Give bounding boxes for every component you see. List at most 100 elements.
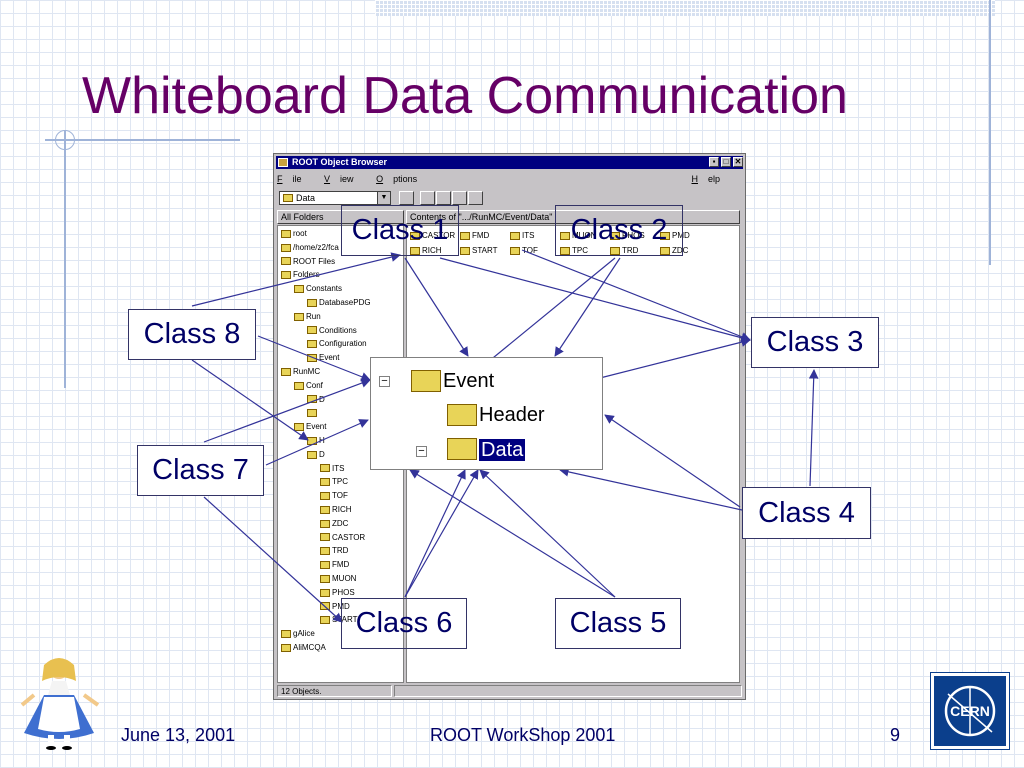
- content-item[interactable]: ITS: [510, 230, 534, 242]
- content-item[interactable]: MUON: [560, 230, 596, 242]
- header-folder-icon: [447, 404, 477, 426]
- class-1-box: Class 1: [341, 205, 459, 256]
- tree-item[interactable]: [307, 407, 319, 419]
- content-item[interactable]: RICH: [410, 245, 442, 257]
- tree-item[interactable]: root: [281, 228, 307, 240]
- small-icons-button[interactable]: [436, 191, 451, 205]
- content-item[interactable]: TRD: [610, 245, 638, 257]
- class-7-box: Class 7: [137, 445, 264, 496]
- tree-item[interactable]: Conditions: [307, 325, 357, 337]
- tree-item[interactable]: AliMCQA: [281, 642, 326, 654]
- tree-item[interactable]: RICH: [320, 504, 352, 516]
- tree-item[interactable]: D: [307, 449, 325, 461]
- tree-item[interactable]: TOF: [320, 490, 348, 502]
- content-item[interactable]: PMD: [660, 230, 690, 242]
- minimize-button[interactable]: ▪: [709, 157, 719, 167]
- folder-icon: [294, 381, 304, 390]
- tree-item[interactable]: Conf: [294, 380, 323, 392]
- tree-item-label: DatabasePDG: [319, 298, 371, 307]
- folder-icon: [320, 574, 330, 583]
- cern-logo-icon: CERN: [944, 685, 996, 737]
- contents-header: Contents of ".../RunMC/Event/Data": [406, 210, 740, 224]
- tree-item[interactable]: CASTOR: [320, 532, 365, 544]
- tree-item[interactable]: /home/z2/fca: [281, 242, 339, 254]
- tree-item[interactable]: FMD: [320, 559, 349, 571]
- details-view-button[interactable]: [468, 191, 483, 205]
- folder-icon: [320, 561, 330, 570]
- content-item[interactable]: ZDC: [660, 245, 688, 257]
- zoom-header-label: Header: [479, 404, 545, 426]
- tree-item[interactable]: Folders: [281, 269, 320, 281]
- folder-icon: [307, 450, 317, 459]
- tree-item[interactable]: Event: [294, 421, 326, 433]
- tree-item-label: AliMCQA: [293, 643, 326, 652]
- content-item[interactable]: START: [460, 245, 497, 257]
- zoom-event-label: Event: [443, 370, 495, 392]
- tree-item-label: root: [293, 229, 307, 238]
- content-item[interactable]: TOF: [510, 245, 538, 257]
- tree-item[interactable]: PHOS: [320, 587, 355, 599]
- class-6-box: Class 6: [341, 598, 467, 649]
- large-icons-button[interactable]: [420, 191, 435, 205]
- tree-item[interactable]: RunMC: [281, 366, 320, 378]
- folder-icon: [320, 519, 330, 528]
- tree-item[interactable]: START: [320, 614, 357, 626]
- folder-combo[interactable]: Data ▼: [279, 191, 391, 205]
- tree-item[interactable]: ZDC: [320, 518, 348, 530]
- tree-item[interactable]: ITS: [320, 463, 344, 475]
- maximize-button[interactable]: □: [721, 157, 731, 167]
- content-item[interactable]: PHOS: [610, 230, 645, 242]
- folder-icon: [660, 231, 670, 240]
- folder-icon: [281, 243, 291, 252]
- content-item[interactable]: FMD: [460, 230, 489, 242]
- connector-arrow: [404, 469, 466, 598]
- tree-item-label: ROOT Files: [293, 256, 336, 266]
- tree-item-label: gAlice: [293, 629, 315, 639]
- tree-item[interactable]: Run: [294, 311, 321, 323]
- connector-arrow: [439, 257, 751, 343]
- folder-icon: [283, 194, 293, 202]
- combo-arrow-icon[interactable]: ▼: [377, 192, 390, 204]
- up-folder-button[interactable]: [399, 191, 414, 205]
- folder-icon: [560, 231, 570, 240]
- tree-item-label: Run: [306, 311, 321, 321]
- content-item[interactable]: CASTOR: [410, 230, 455, 242]
- status-bar-extra: [394, 685, 742, 697]
- tree-item[interactable]: MUON: [320, 573, 356, 585]
- folder-icon: [307, 326, 317, 335]
- folder-icon: [307, 340, 317, 349]
- connector-arrow: [479, 469, 616, 598]
- connector-arrow: [599, 337, 751, 379]
- tree-item[interactable]: Constants: [294, 283, 342, 295]
- connector-arrow: [808, 369, 819, 487]
- cern-logo-text: CERN: [950, 703, 990, 719]
- connector-arrow: [554, 257, 621, 357]
- tree-item[interactable]: gAlice: [281, 628, 315, 640]
- class-5-box: Class 5: [555, 598, 681, 649]
- close-button[interactable]: ✕: [733, 157, 743, 167]
- content-item-label: MUON: [572, 231, 597, 240]
- folder-icon: [281, 271, 291, 280]
- combo-value: Data: [296, 193, 316, 203]
- tree-item-label: Constants: [306, 284, 343, 294]
- content-item[interactable]: TPC: [560, 245, 588, 257]
- tree-item[interactable]: Event: [307, 352, 339, 364]
- connector-arrow: [521, 249, 751, 342]
- tree-item[interactable]: DatabasePDG: [307, 297, 371, 309]
- tree-item[interactable]: ROOT Files: [281, 256, 335, 268]
- list-view-button[interactable]: [452, 191, 467, 205]
- folder-icon: [320, 505, 330, 514]
- tree-item[interactable]: TPC: [320, 476, 348, 488]
- tree-item-label: PHOS: [332, 587, 355, 597]
- tree-item-label: Event: [306, 422, 327, 432]
- tree-item[interactable]: TRD: [320, 545, 348, 557]
- content-item-label: ITS: [522, 231, 535, 240]
- tree-item[interactable]: Configuration: [307, 338, 367, 350]
- all-folders-header: All Folders: [277, 210, 404, 224]
- folder-icon: [320, 588, 330, 597]
